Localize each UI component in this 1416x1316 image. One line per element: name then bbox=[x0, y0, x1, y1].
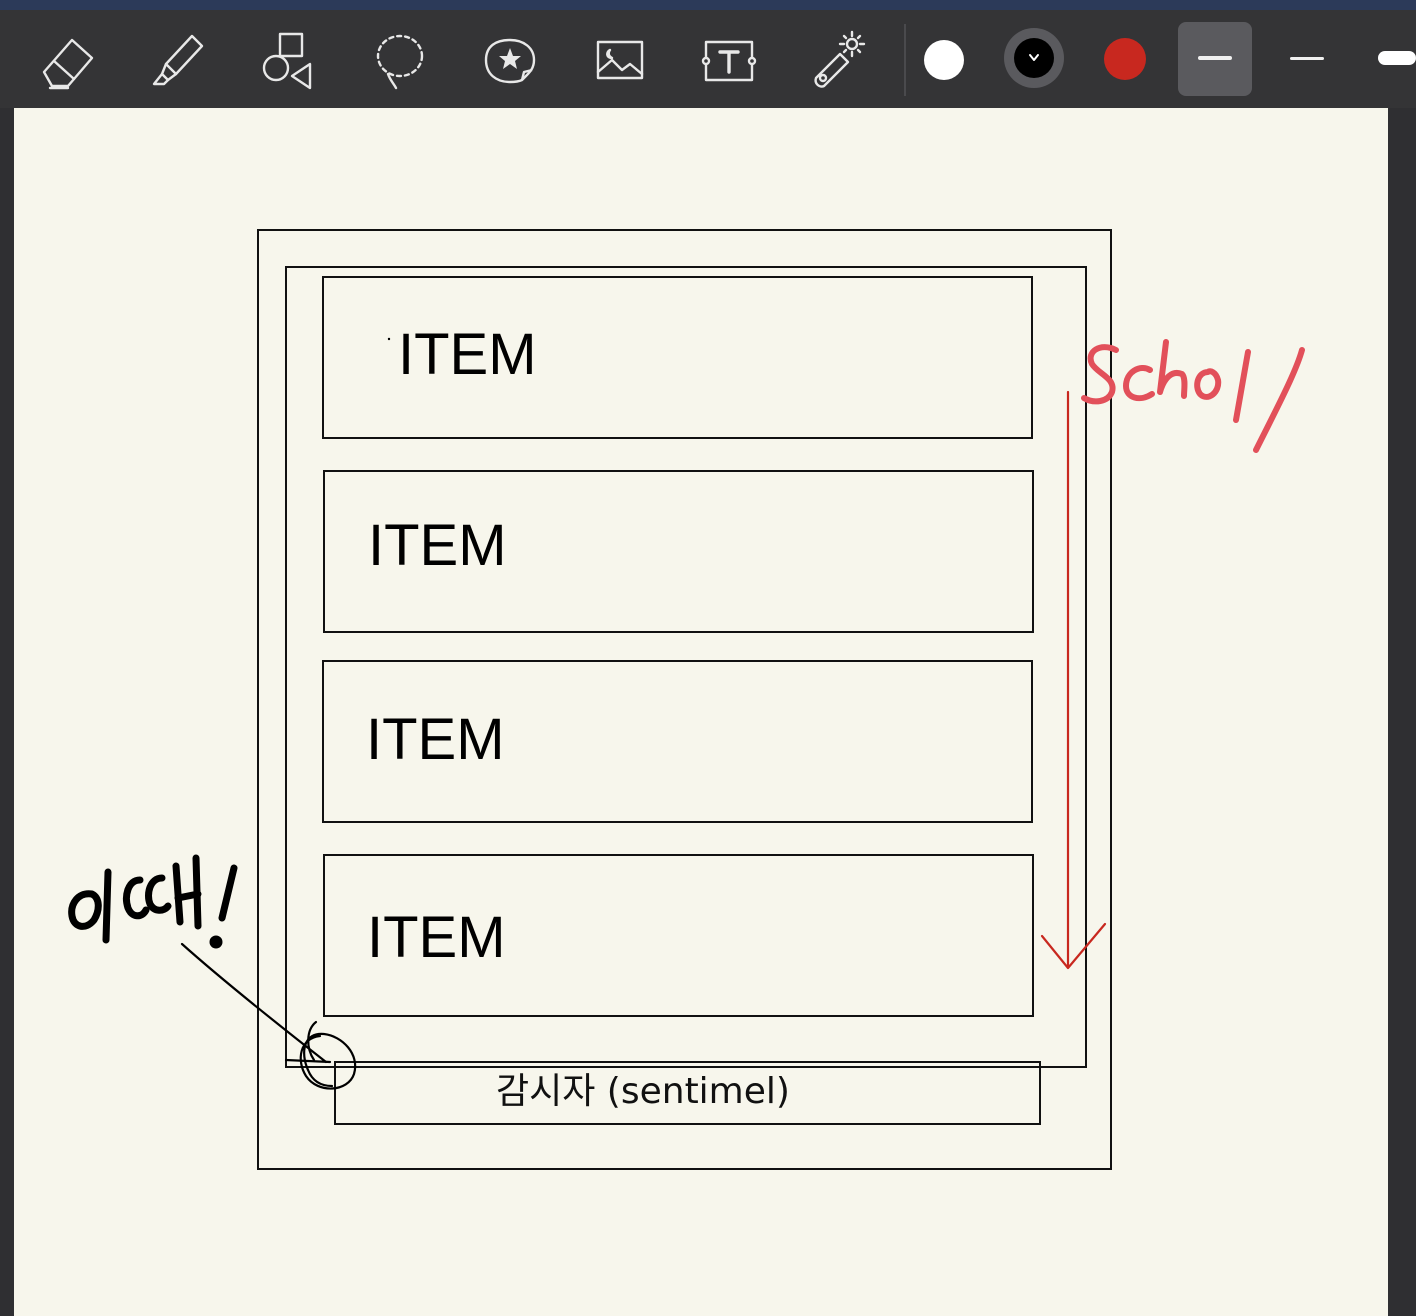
sticker-icon bbox=[484, 38, 536, 84]
shapes-tool[interactable] bbox=[250, 24, 322, 96]
here-handwriting bbox=[68, 854, 238, 949]
eraser-tool[interactable] bbox=[30, 24, 102, 96]
chevron-down-icon bbox=[1029, 54, 1039, 61]
lasso-icon bbox=[376, 34, 424, 90]
shapes-icon bbox=[262, 32, 312, 90]
color-swatch-white[interactable] bbox=[924, 40, 964, 80]
drawing-toolbar bbox=[0, 10, 1416, 108]
viewport-outer-box bbox=[257, 229, 1112, 1170]
pointer-to-sentinel bbox=[180, 942, 357, 1090]
color-swatch-black-selected[interactable] bbox=[1004, 28, 1064, 88]
stroke-width-thin[interactable] bbox=[1270, 22, 1344, 96]
item-label: ITEM bbox=[367, 905, 506, 970]
drawing-canvas[interactable] bbox=[14, 108, 1388, 1316]
laser-pointer-icon bbox=[814, 30, 866, 88]
toolbar-separator bbox=[904, 24, 906, 96]
list-item bbox=[322, 660, 1033, 823]
stroke-width-thick[interactable] bbox=[1370, 22, 1416, 96]
laser-pointer-tool[interactable] bbox=[800, 24, 872, 96]
sentinel-label: 감시자 (sentimel) bbox=[496, 1071, 790, 1112]
lasso-tool[interactable] bbox=[360, 24, 432, 96]
list-item bbox=[323, 470, 1034, 633]
highlighter-tool[interactable] bbox=[140, 24, 212, 96]
stroke-width-medium-selected[interactable] bbox=[1178, 22, 1252, 96]
stroke-medium-icon bbox=[1198, 56, 1232, 60]
scroll-down-arrow bbox=[1040, 390, 1107, 970]
color-swatch-red[interactable] bbox=[1104, 38, 1146, 80]
item-label: ITEM bbox=[366, 707, 505, 772]
canvas-right-gutter bbox=[1388, 108, 1416, 1316]
ink-dot bbox=[387, 337, 391, 341]
item-label: ITEM bbox=[368, 513, 507, 578]
scroll-container-box bbox=[285, 266, 1087, 1068]
window-top-strip bbox=[0, 0, 1416, 10]
stroke-thick-icon bbox=[1378, 51, 1416, 65]
stroke-thin-icon bbox=[1290, 57, 1324, 60]
item-label: ITEM bbox=[398, 322, 537, 387]
list-item bbox=[323, 854, 1034, 1017]
image-tool[interactable] bbox=[580, 24, 652, 96]
sentinel-box bbox=[334, 1061, 1041, 1125]
eraser-icon bbox=[42, 38, 94, 90]
text-tool[interactable] bbox=[690, 24, 762, 96]
image-icon bbox=[596, 40, 644, 80]
highlighter-icon bbox=[152, 34, 204, 86]
color-swatch-black bbox=[1014, 38, 1054, 78]
sticker-tool[interactable] bbox=[470, 24, 542, 96]
text-box-icon bbox=[701, 40, 757, 82]
list-item bbox=[322, 276, 1033, 439]
scroll-handwriting bbox=[1081, 339, 1305, 453]
